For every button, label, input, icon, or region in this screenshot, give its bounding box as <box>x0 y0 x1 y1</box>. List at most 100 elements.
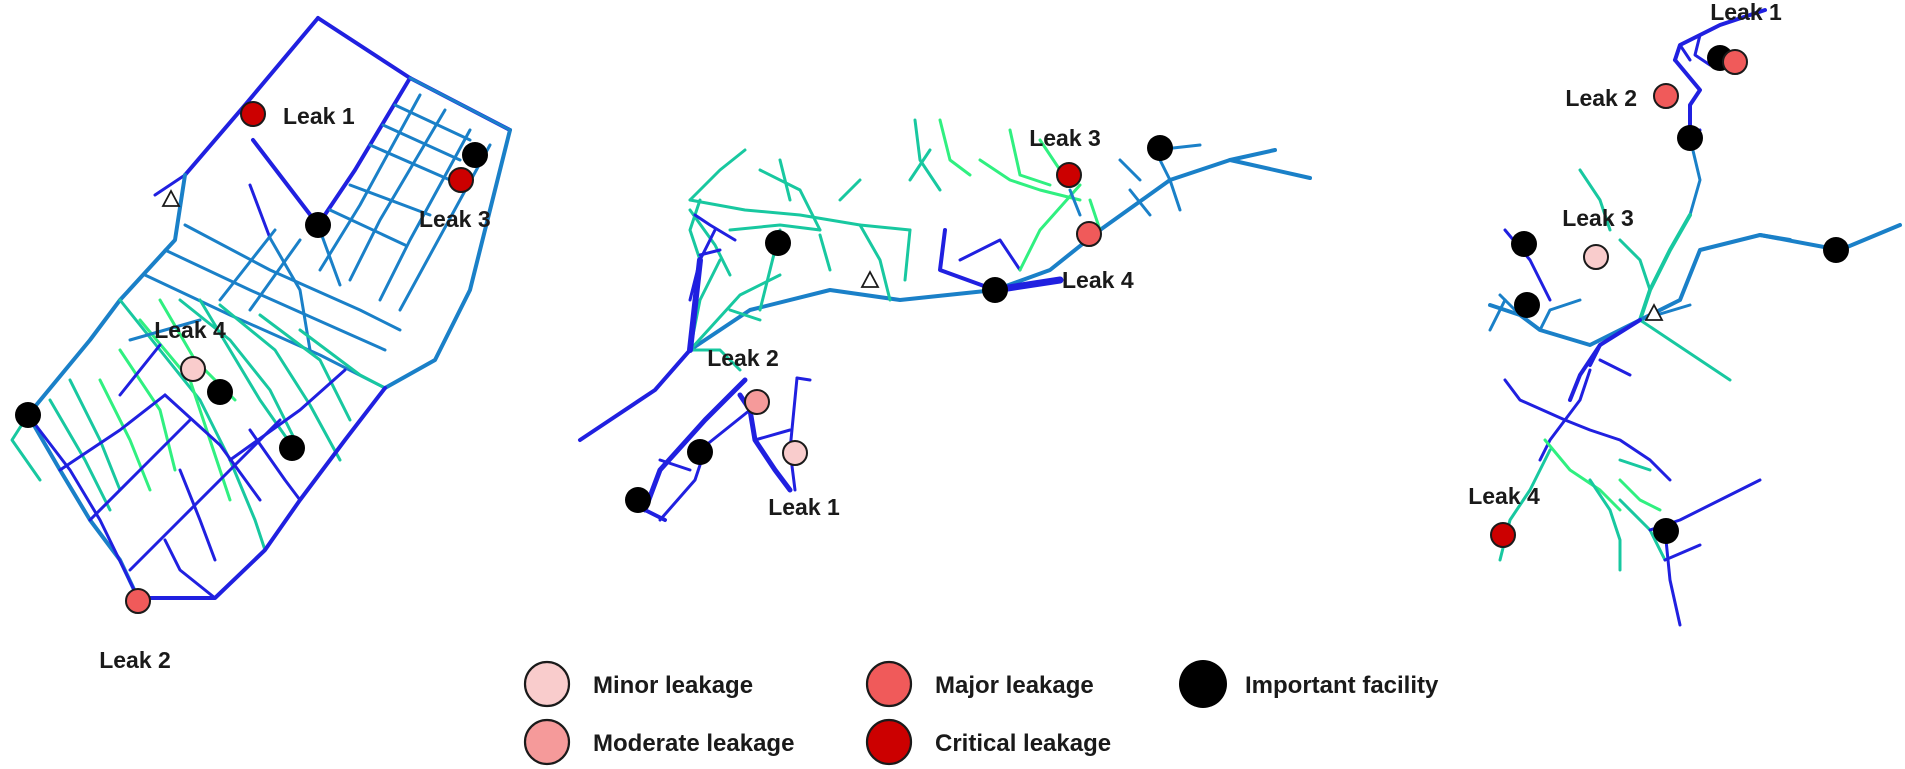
pipe-segment <box>393 103 472 142</box>
facility-dot <box>279 435 305 461</box>
pipe-segment <box>1038 138 1062 172</box>
pipe-segment <box>268 236 312 352</box>
network-1-leak-3-label: Leak 3 <box>419 206 491 232</box>
pipe-segment <box>58 393 167 472</box>
legend-critical-swatch <box>865 718 913 766</box>
pipe-segment <box>143 273 387 390</box>
network-1-leak-2-label: Leak 2 <box>99 647 171 673</box>
network-3-leak-3-label: Leak 3 <box>1562 205 1634 231</box>
legend-facility-label: Important facility <box>1245 672 1439 699</box>
pipe-segment <box>128 418 282 572</box>
pipe-segment <box>228 368 347 462</box>
pipe-segment <box>693 213 737 242</box>
network-2-leak-4-label: Leak 4 <box>1062 267 1134 293</box>
facility-dot <box>687 439 713 465</box>
pipe-networks <box>10 8 1902 627</box>
pipe-segment <box>788 376 799 492</box>
pipe-segment <box>758 168 822 232</box>
pipe-segment <box>348 183 432 217</box>
network-2-leak-3-marker <box>1056 162 1082 188</box>
pipe-segment <box>48 398 112 512</box>
facility-dot <box>625 487 651 513</box>
network-2-leak-2-label: Leak 2 <box>707 345 779 371</box>
reservoir-triangle <box>860 270 880 288</box>
network-1-leak-1-marker <box>240 101 266 127</box>
facility-dot <box>1147 135 1173 161</box>
pipe-segment <box>687 257 703 353</box>
reservoir-triangle <box>1644 303 1664 321</box>
pipe-segment <box>383 128 512 390</box>
legend-moderate-swatch <box>523 718 571 766</box>
pipe-segment <box>1618 458 1652 472</box>
pipe-segment <box>183 223 402 332</box>
network-2-leak-1-marker <box>782 440 808 466</box>
network-2-leak-3-label: Leak 3 <box>1029 125 1101 151</box>
pipe-segment <box>938 118 972 177</box>
pipe-segment <box>1563 368 1592 422</box>
network-3-leak-4-marker <box>1490 522 1516 548</box>
facility-dot <box>305 212 331 238</box>
pipe-segment <box>698 248 722 257</box>
pipe-segment <box>26 413 140 600</box>
pipe-segment <box>136 386 387 600</box>
pipe-segment <box>248 183 272 240</box>
reservoir-triangle <box>161 189 181 207</box>
pipe-segment <box>153 173 187 197</box>
network-2-leak-1-label: Leak 1 <box>768 494 840 520</box>
pipe-segment <box>688 198 702 262</box>
pipe-segment <box>348 108 447 282</box>
pipe-segment <box>778 158 792 202</box>
network-1-leak-1-label: Leak 1 <box>283 103 355 129</box>
legend-minor-label: Minor leakage <box>593 672 753 699</box>
legend-minor-swatch <box>523 660 571 708</box>
network-1-leak-4-label: Leak 4 <box>154 317 226 343</box>
pipe-segment <box>163 248 387 352</box>
pipe-segment <box>248 238 302 312</box>
network-1-leak-3-marker <box>448 167 474 193</box>
pipe-segment <box>68 378 122 492</box>
legend-facility-swatch <box>1179 660 1227 708</box>
pipe-segment <box>178 468 217 562</box>
pipe-segment <box>248 428 302 502</box>
important-facilities <box>15 45 1849 544</box>
pipe-segment <box>1538 418 1567 462</box>
pipe-segment <box>938 228 997 292</box>
pipe-segment <box>378 128 472 302</box>
pipe-segment <box>838 178 862 202</box>
pipe-segment <box>1663 528 1682 627</box>
pipe-segment <box>218 303 342 462</box>
facility-dot <box>1823 237 1849 263</box>
pipe-segment <box>183 16 320 177</box>
pipe-segment <box>643 508 667 522</box>
legend-critical-label: Critical leakage <box>935 730 1111 757</box>
facility-dot <box>1511 231 1537 257</box>
pipe-segment <box>1638 213 1692 322</box>
pipe-segment <box>903 228 912 282</box>
pipe-segment <box>128 318 202 342</box>
pipe-segment <box>118 298 267 552</box>
pipe-segment <box>1488 298 1507 332</box>
pipe-segment <box>1118 158 1142 182</box>
legend-major-swatch <box>865 660 913 708</box>
pipe-segment <box>1693 33 1712 67</box>
network-1-leak-4-marker <box>180 356 206 382</box>
pipe-segment <box>163 538 217 600</box>
pipe-segment <box>1008 128 1052 187</box>
facility-dot <box>15 402 41 428</box>
pipe-segment <box>381 123 462 162</box>
pipe-segment <box>251 138 320 227</box>
pipe-segment <box>578 348 692 442</box>
pipe-segment <box>318 93 422 272</box>
pipe-segment <box>1563 418 1672 482</box>
network-3-leak-3-marker <box>1583 244 1609 270</box>
pipe-segment <box>1503 378 1567 422</box>
pipe-segment <box>688 273 782 352</box>
pipe-segment <box>753 428 792 442</box>
pipe-segment <box>1618 238 1652 292</box>
pipe-segment <box>1688 136 1702 217</box>
pipe-segment <box>118 343 162 397</box>
pipe-segment <box>1673 58 1702 140</box>
pipe-segment <box>1228 148 1277 162</box>
network-3-leak-1-label: Leak 1 <box>1710 0 1782 25</box>
pipe-segment <box>1638 318 1732 382</box>
